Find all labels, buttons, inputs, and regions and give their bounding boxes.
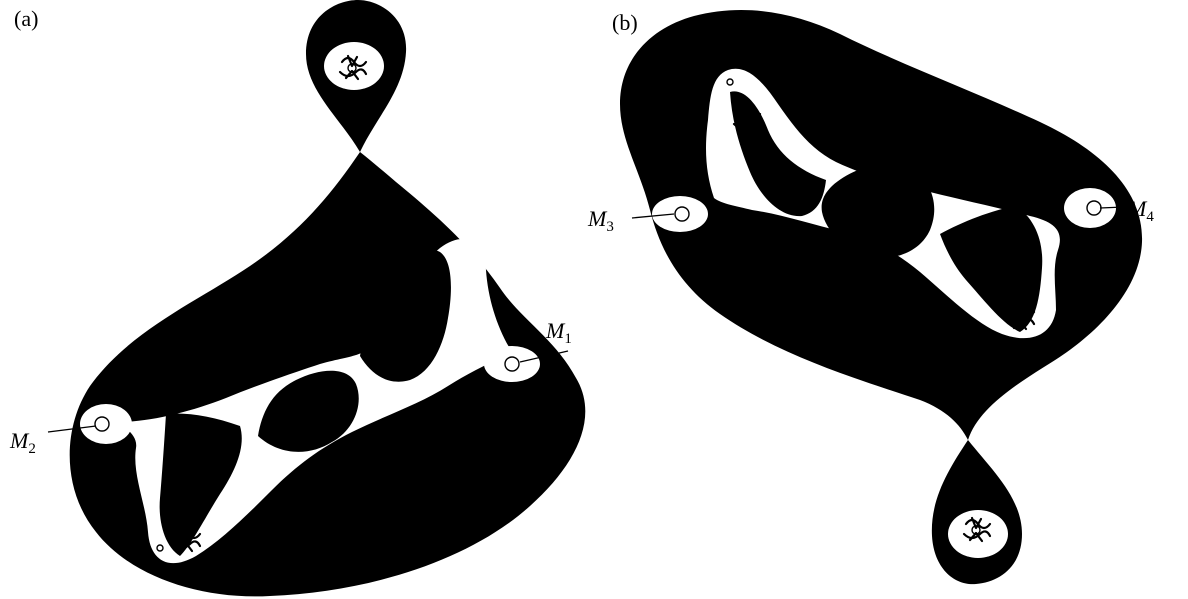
panel-a-small-dot [156,544,164,552]
panel-a-m1-dot [504,356,520,372]
panel-a-m2-dot [94,416,110,432]
panel-a-m2-label: M2 [9,428,36,457]
panel-b-m4-label: M4 [1127,196,1154,225]
panel-b-small-dot [726,78,734,86]
panel-a-m1-label: M1 [545,318,572,347]
panel-b-m4-opening [1064,188,1116,228]
panel-a-label: (a) [14,6,38,31]
panel-a-m2-opening [80,404,132,444]
panel-b-m3-leader [631,213,675,219]
panel-a-top-hole [324,42,384,90]
panel-a: (a) M1 M2 [9,0,586,597]
panel-a-m1-opening [484,346,540,382]
panel-a-m1-leader [519,350,569,363]
panel-a-black-lobe-lower [159,413,242,556]
panel-b-m4-leader [1099,206,1125,209]
panel-b-m3-opening [652,196,708,232]
panel-a-m2-leader [47,425,97,433]
panel-a-top-dot [348,26,360,38]
panel-b-label: (b) [612,10,638,35]
panel-b-bottom-dot [985,565,995,575]
panel-b: (b) M3 M4 [587,10,1154,585]
panel-b-black-lobe-center [821,164,935,258]
panel-b-m3-dot [674,206,690,222]
panel-b-m3-label: M3 [587,206,614,235]
